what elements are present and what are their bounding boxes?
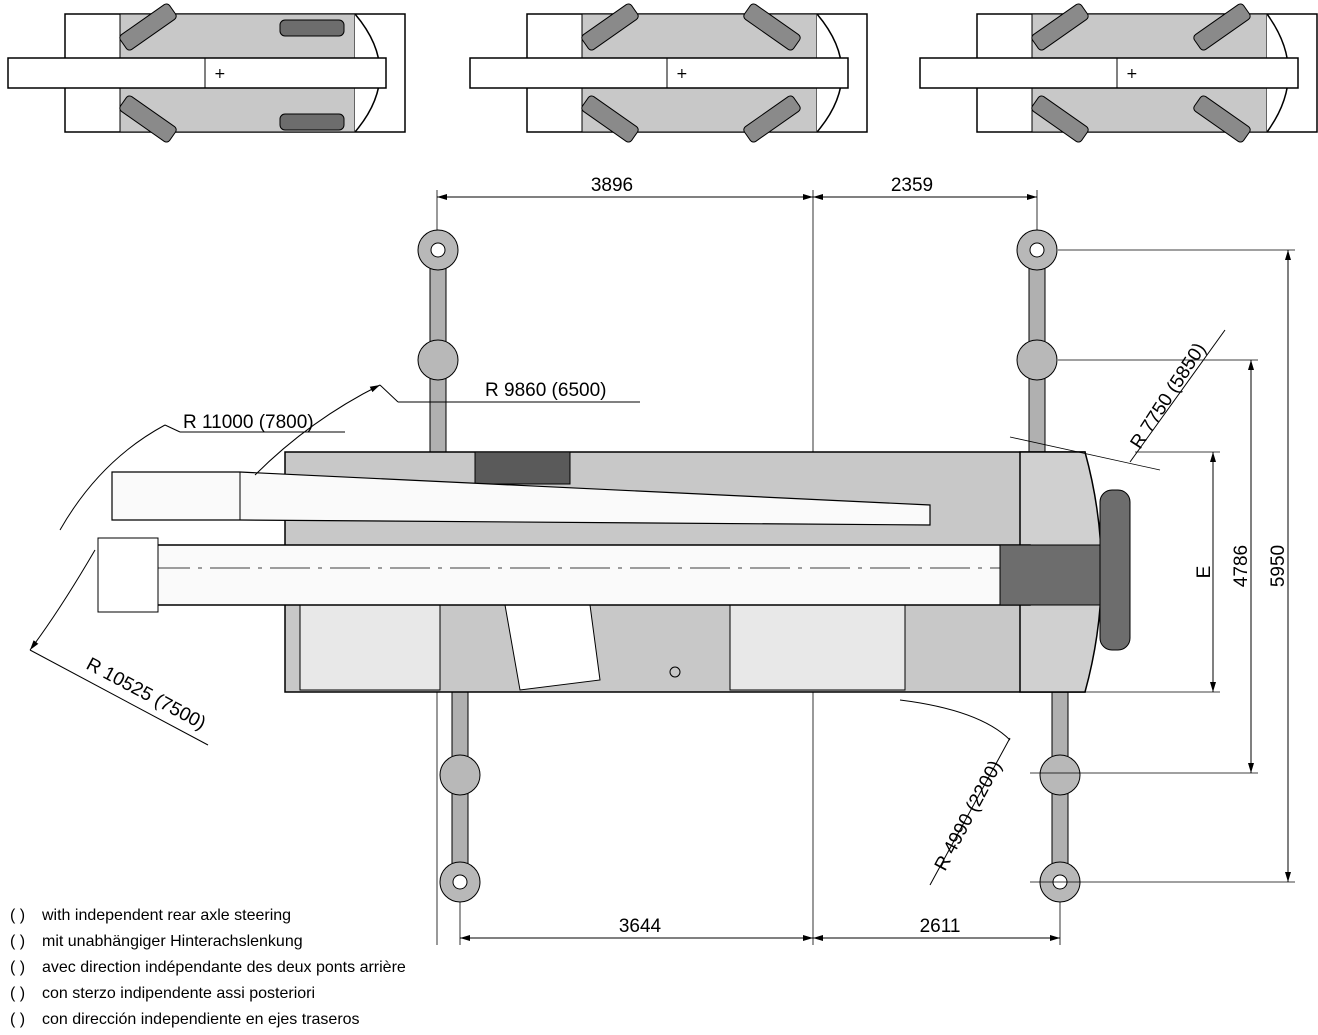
svg-text:+: + [214,66,226,82]
legend-mark: ( ) [10,985,26,1002]
radius-9860: R 9860 (6500) [485,380,606,401]
legend: ( ) with independent rear axle steering (… [10,903,406,1033]
dimension-bottom: 3644 2611 [460,916,1060,941]
svg-text:+: + [676,66,688,82]
legend-row: ( ) mit unabhängiger Hinterachslenkung [10,929,406,955]
boom-head [97,537,159,613]
steering-mode-3: + [919,3,1318,143]
dim-2359: 2359 [891,175,933,196]
counterweight [1099,489,1131,651]
legend-text: avec direction indépendante des deux pon… [42,959,406,976]
outrigger-rear-left [1016,229,1058,456]
steering-mode-2: + [469,3,868,143]
radius-11000: R 11000 (7800) [183,412,314,433]
outrigger-front-left [417,229,459,456]
fuel-tank [504,604,601,691]
steering-mode-1: + [7,3,406,143]
radius-4990: R 4990 (2200) [931,757,1007,874]
legend-text: con sterzo indipendente assi posteriori [42,985,316,1002]
legend-mark: ( ) [10,933,26,950]
dim-3896: 3896 [591,175,633,196]
legend-mark: ( ) [10,1011,26,1028]
outrigger-front-right [439,689,481,903]
legend-row: ( ) con dirección independiente en ejes t… [10,1007,406,1033]
legend-row: ( ) avec direction indépendante des deux … [10,955,406,981]
legend-text: con dirección independiente en ejes tras… [42,1011,360,1028]
boom [149,544,1031,606]
legend-mark: ( ) [10,959,26,976]
crane-plan-view [97,190,1131,945]
dimension-top: 3896 2359 [437,175,1037,200]
dim-E: E [1194,566,1215,579]
dim-4786: 4786 [1231,545,1252,587]
radius-7750: R 7750 (5850) [1127,339,1211,452]
engine-module [729,604,906,691]
dim-2611: 2611 [920,916,961,937]
legend-row: ( ) con sterzo indipendente assi posterio… [10,981,406,1007]
radiator-grille [474,451,571,485]
legend-row: ( ) with independent rear axle steering [10,903,406,929]
dimension-right: E 4786 5950 [1030,249,1295,883]
dim-5950: 5950 [1268,545,1289,587]
svg-text:+: + [1126,66,1138,82]
operator-cab [299,604,441,691]
dim-3644: 3644 [619,916,662,937]
boom-pivot [999,544,1101,606]
radius-10525: R 10525 (7500) [83,654,209,735]
legend-mark: ( ) [10,907,26,924]
outrigger-rear-right [1039,689,1081,903]
legend-text: with independent rear axle steering [42,907,292,924]
legend-text: mit unabhängiger Hinterachslenkung [42,933,303,950]
